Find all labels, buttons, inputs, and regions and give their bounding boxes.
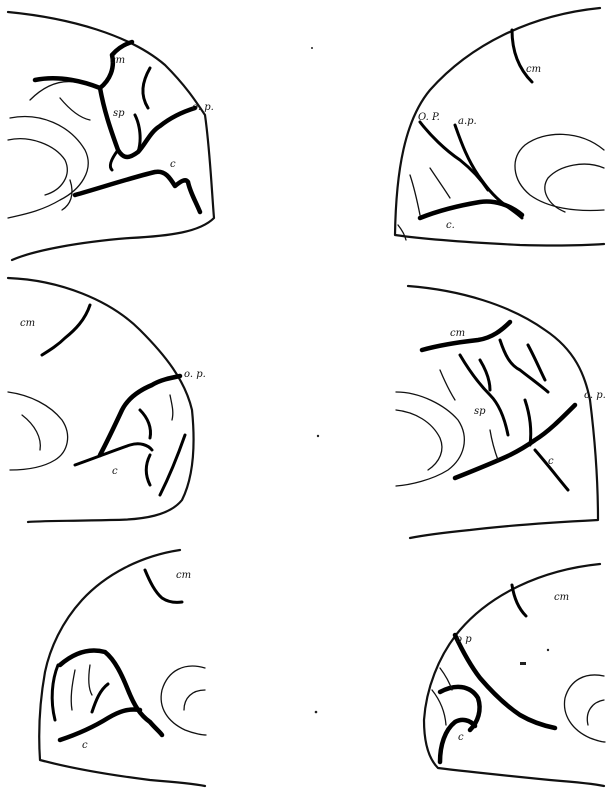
label-c: c.: [446, 220, 455, 231]
label-c: c: [458, 732, 464, 743]
stray-mark: [317, 435, 319, 437]
lobe-outline: [8, 139, 67, 195]
sulcus: [432, 690, 446, 725]
sulcus: [528, 345, 545, 380]
label-op: o. p.: [192, 102, 214, 113]
panel-bottom-left: cm c: [39, 550, 206, 786]
sulcus: [430, 168, 450, 198]
sulcus: [75, 444, 152, 465]
sulcus: [92, 684, 108, 712]
label-c: c: [82, 740, 88, 751]
panel-top-left: cm o. p. sp c: [8, 12, 214, 260]
label-op: o. p.: [584, 390, 606, 401]
lobe-outline: [396, 392, 464, 486]
sulcus: [135, 115, 140, 152]
lobe-outline: [8, 117, 88, 218]
label-c: c: [112, 466, 118, 477]
sulcus: [420, 122, 488, 190]
panel-bottom-right: cm o p c: [424, 564, 605, 786]
label-cm: cm: [526, 64, 541, 75]
lobe-outline: [564, 675, 605, 742]
gyrus-line: [60, 98, 90, 120]
sulcus: [52, 665, 58, 720]
lobe-outline: [161, 666, 206, 735]
sulcus: [410, 175, 420, 215]
sulcus: [420, 202, 522, 218]
mark: [547, 649, 549, 651]
label-c: c: [170, 159, 176, 170]
lobe-outline: [545, 164, 604, 212]
gyrus-line: [30, 82, 75, 100]
stray-mark: [311, 47, 313, 49]
label-c: c: [548, 456, 554, 467]
sulcus: [512, 585, 526, 616]
panel-middle-right: cm o. p. sp c: [396, 286, 606, 538]
sulcus: [71, 670, 75, 710]
stray-mark: [315, 711, 318, 714]
lobe-outline: [8, 392, 68, 470]
lobe-outline: [22, 415, 40, 450]
sulcus: [140, 410, 151, 438]
sulcus: [500, 340, 548, 392]
sulcus: [490, 430, 498, 460]
label-cm: cm: [110, 55, 125, 66]
sulcus: [455, 635, 555, 728]
sulcus: [60, 651, 162, 735]
sulcus: [146, 455, 150, 485]
sulcus: [160, 435, 185, 495]
sulcus: [100, 88, 195, 157]
label-sp: sp: [474, 406, 486, 417]
panel-top-right: cm O. P. a.p. c.: [395, 8, 604, 245]
sulcus: [60, 709, 140, 740]
sulcus: [440, 370, 455, 400]
sulcus: [170, 395, 173, 420]
mark: [520, 662, 526, 665]
sulcus: [42, 305, 90, 355]
label-op: O. P.: [418, 112, 440, 123]
lobe-outline: [587, 700, 604, 725]
sulcus: [398, 225, 406, 240]
label-cm: cm: [20, 318, 35, 329]
label-sp: sp: [113, 108, 125, 119]
lobe-outline: [396, 410, 442, 470]
gyrus-line: [62, 180, 72, 210]
label-op: o. p.: [184, 369, 206, 380]
lobe-outline: [184, 690, 205, 710]
label-op: o p: [456, 634, 472, 645]
sulcus: [110, 150, 118, 170]
lobe-outline: [515, 134, 604, 210]
sulcus: [143, 68, 150, 108]
label-cm: cm: [554, 592, 569, 603]
sulcus: [440, 668, 452, 690]
label-cm: cm: [176, 570, 191, 581]
sulcus: [75, 172, 200, 212]
panel-middle-left: cm o. p. c: [8, 278, 206, 522]
sulcus: [525, 400, 531, 445]
sulcus: [455, 405, 575, 478]
sulcus: [422, 322, 510, 350]
sulcus: [89, 665, 92, 695]
label-cm: cm: [450, 328, 465, 339]
label-ap: a.p.: [458, 116, 477, 127]
